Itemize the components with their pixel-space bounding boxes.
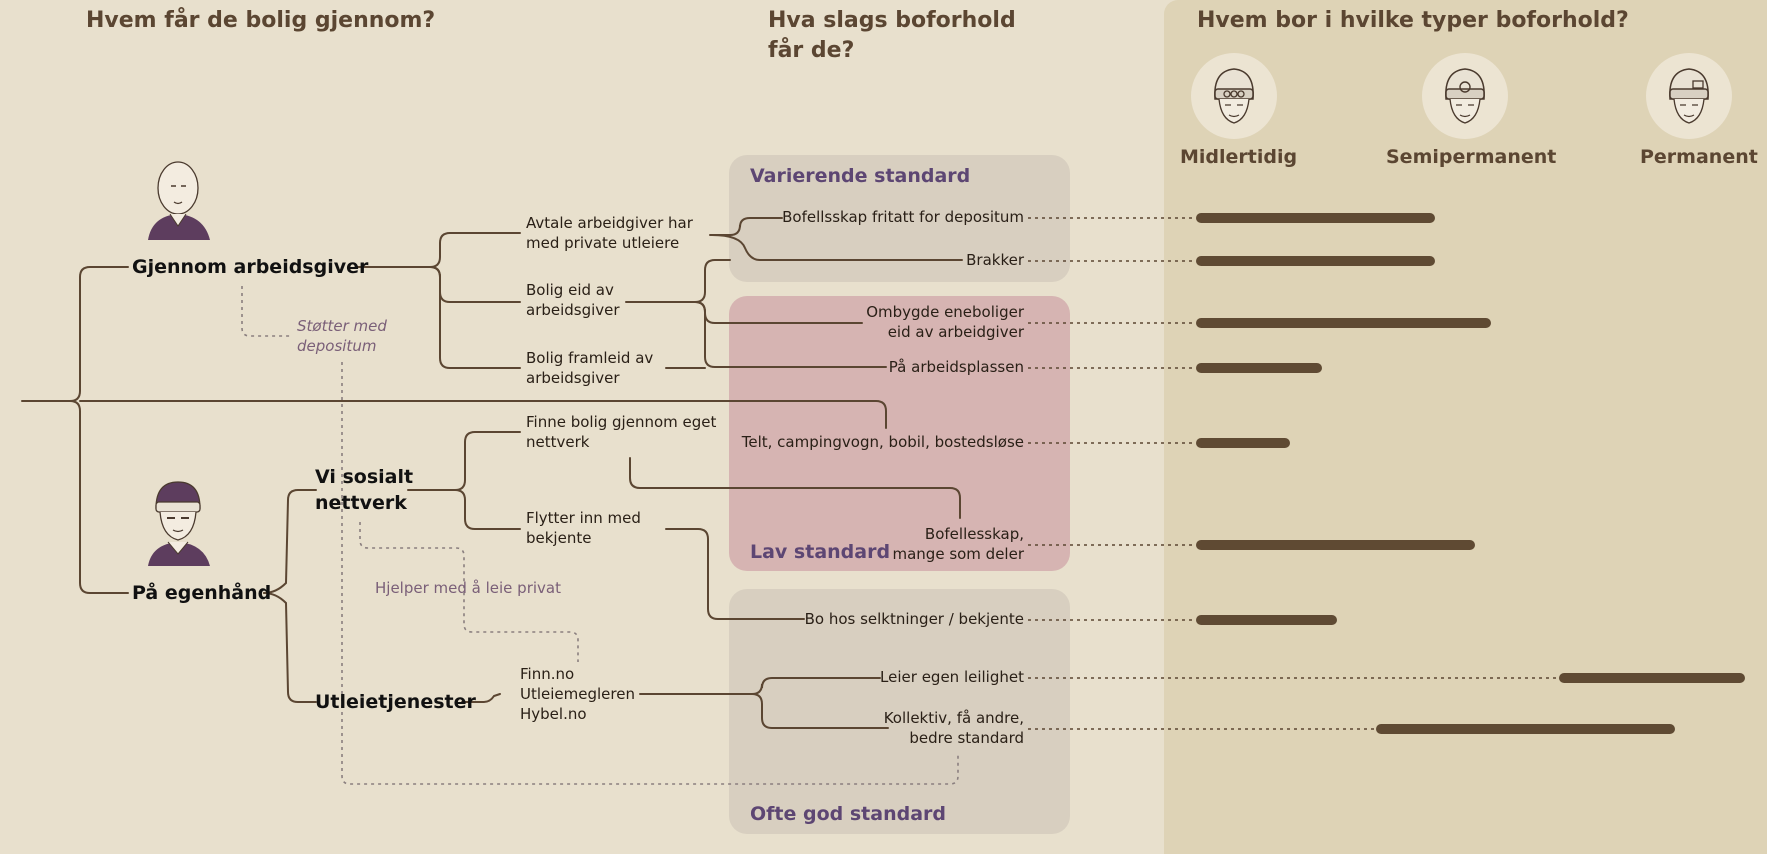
- channel-employer: Gjennom arbeidsgiver: [132, 256, 369, 278]
- housing-6-line1: Bofellesskap,: [924, 525, 1024, 543]
- housing-6-line2: mange som deler: [892, 545, 1024, 563]
- housing-5: Telt, campingvogn, bobil, bostedsløse: [741, 433, 1024, 451]
- route-6-line1: Finn.no: [520, 665, 575, 683]
- route-1-line2: med private utleiere: [526, 234, 680, 252]
- note-private: Hjelper med å leie privat: [375, 579, 561, 597]
- heading-who: Hvem får de bolig gjennom?: [86, 8, 436, 33]
- channel-social-line1: Vi sosialt: [315, 466, 414, 488]
- heading-where: Hvem bor i hvilke typer boforhold?: [1197, 8, 1629, 33]
- channel-own: På egenhånd: [132, 582, 272, 604]
- housing-9-line1: Kollektiv, få andre,: [883, 709, 1024, 727]
- housing-1: Bofellsskap fritatt for depositum: [782, 208, 1024, 226]
- worker-avatar-plain: [140, 150, 220, 246]
- route-5-line2: bekjente: [526, 529, 592, 547]
- category-semipermanent: Semipermanent: [1386, 146, 1557, 168]
- category-temporary: Midlertidig: [1180, 146, 1298, 168]
- route-4-line1: Finne bolig gjennom eget: [526, 413, 717, 431]
- note-deposit-line2: depositum: [297, 337, 377, 355]
- route-6-line2: Utleiemegleren: [520, 685, 635, 703]
- route-3-line1: Bolig framleid av: [526, 349, 654, 367]
- route-3-line2: arbeidsgiver: [526, 369, 620, 387]
- route-2-line1: Bolig eid av: [526, 281, 614, 299]
- channel-rental: Utleietjenester: [315, 691, 476, 713]
- channel-social-line2: nettverk: [315, 492, 407, 514]
- route-6-line3: Hybel.no: [520, 705, 587, 723]
- box-title-varying: Varierende standard: [750, 165, 971, 187]
- route-5-line1: Flytter inn med: [526, 509, 641, 527]
- distribution-panel: [1164, 0, 1767, 854]
- box-low-standard: [729, 296, 1070, 571]
- housing-2: Brakker: [966, 251, 1024, 269]
- route-1-line1: Avtale arbeidgiver har: [526, 214, 693, 232]
- housing-8: Leier egen leilighet: [880, 668, 1024, 686]
- housing-9-line2: bedre standard: [909, 729, 1024, 747]
- category-permanent: Permanent: [1640, 146, 1758, 168]
- box-good-standard: [729, 589, 1070, 834]
- helmet-temporary-icon: [1191, 53, 1277, 139]
- route-2-line2: arbeidsgiver: [526, 301, 620, 319]
- heading-what-line1: Hva slags boforhold: [768, 8, 1016, 33]
- box-title-good: Ofte god standard: [750, 803, 947, 825]
- housing-7: Bo hos selktninger / bekjente: [804, 610, 1024, 628]
- box-title-low: Lav standard: [750, 541, 891, 563]
- worker-avatar-helmet: [140, 478, 220, 572]
- helmet-permanent-icon: [1646, 53, 1732, 139]
- housing-3-line1: Ombygde eneboliger: [866, 303, 1024, 321]
- heading-what-line2: får de?: [768, 38, 855, 63]
- route-4-line2: nettverk: [526, 433, 590, 451]
- housing-4: På arbeidsplassen: [888, 358, 1024, 376]
- housing-3-line2: eid av arbeidgiver: [887, 323, 1024, 341]
- helmet-semi-icon: [1422, 53, 1508, 139]
- note-deposit-line1: Støtter med: [297, 317, 387, 335]
